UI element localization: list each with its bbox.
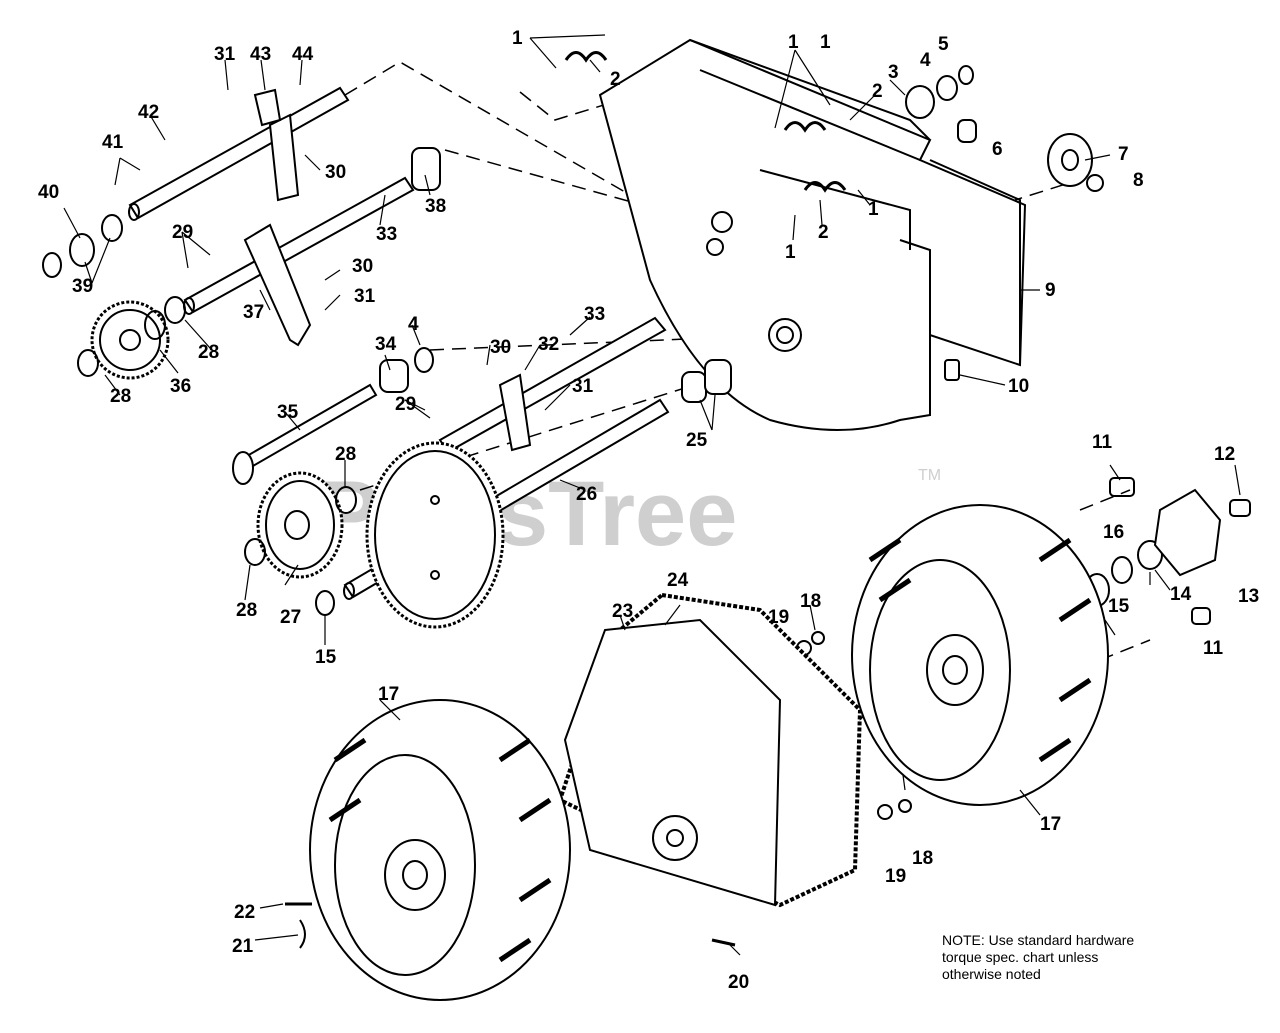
callout-28: 28 <box>198 342 219 363</box>
tire-left-17 <box>309 699 571 1001</box>
callout-11: 11 <box>1203 638 1224 659</box>
callout-18: 18 <box>912 848 933 869</box>
note-line: NOTE: Use standard hardware <box>942 932 1135 948</box>
callout-24: 24 <box>667 570 689 591</box>
callout-17: 17 <box>1040 814 1061 835</box>
gear-36 <box>90 300 170 380</box>
callout-33: 33 <box>376 224 397 245</box>
callout-3: 3 <box>888 62 899 83</box>
callout-31: 31 <box>214 44 236 65</box>
callout-25: 25 <box>686 430 708 451</box>
callout-7: 7 <box>1118 144 1129 165</box>
callout-34: 34 <box>375 334 397 355</box>
callout-28: 28 <box>236 600 257 621</box>
callout-32: 32 <box>538 334 559 355</box>
watermark-trademark: TM <box>918 467 941 484</box>
callout-35: 35 <box>277 402 299 423</box>
callout-33: 33 <box>584 304 605 325</box>
shaft-44 <box>128 86 350 221</box>
callout-9: 9 <box>1045 280 1056 301</box>
pinion-shaft-35 <box>232 359 409 485</box>
torque-note: NOTE: Use standard hardware torque spec.… <box>942 932 1242 983</box>
callout-44: 44 <box>292 44 314 65</box>
callout-37: 37 <box>243 302 264 323</box>
callout-43: 43 <box>250 44 271 65</box>
shaft-33-upper <box>183 147 441 347</box>
callout-30: 30 <box>325 162 346 183</box>
callout-1: 1 <box>868 199 879 220</box>
callout-29: 29 <box>395 394 416 415</box>
callout-8: 8 <box>1133 170 1144 191</box>
leader-lines <box>63 34 1241 956</box>
callout-42: 42 <box>138 102 159 123</box>
callout-36: 36 <box>170 376 191 397</box>
callout-31: 31 <box>354 286 376 307</box>
callout-15: 15 <box>1108 596 1130 617</box>
note-line: otherwise noted <box>942 966 1041 982</box>
callout-20: 20 <box>728 972 749 993</box>
callout-1: 1 <box>785 242 796 263</box>
callout-labels: 1 1 1 1 1 2 2 2 3 4 4 5 6 7 8 9 10 11 11… <box>38 28 1259 993</box>
callout-2: 2 <box>610 69 621 90</box>
callout-23: 23 <box>612 601 633 622</box>
note-line: torque spec. chart unless <box>942 949 1099 965</box>
callout-11: 11 <box>1092 432 1113 453</box>
callout-15: 15 <box>315 647 337 668</box>
callout-18: 18 <box>800 591 821 612</box>
callout-29: 29 <box>172 222 193 243</box>
callout-31: 31 <box>572 376 594 397</box>
gearbox-housing <box>598 38 1027 431</box>
callout-4: 4 <box>920 50 931 71</box>
tire-right-17 <box>851 504 1109 806</box>
callout-19: 19 <box>885 866 906 887</box>
callout-1: 1 <box>788 32 799 53</box>
callout-13: 13 <box>1238 586 1259 607</box>
callout-22: 22 <box>234 902 255 923</box>
callout-30: 30 <box>490 337 511 358</box>
callout-30: 30 <box>352 256 373 277</box>
callout-26: 26 <box>576 484 597 505</box>
callout-14: 14 <box>1170 584 1192 605</box>
callout-39: 39 <box>72 276 93 297</box>
callout-21: 21 <box>232 936 254 957</box>
callout-16: 16 <box>1103 522 1124 543</box>
callout-4: 4 <box>408 314 419 335</box>
callout-19: 19 <box>768 607 789 628</box>
callout-10: 10 <box>1008 376 1029 397</box>
gear-large-26 <box>365 441 505 629</box>
callout-28: 28 <box>335 444 356 465</box>
callout-1: 1 <box>820 32 831 53</box>
callout-2: 2 <box>872 81 883 102</box>
small-parts <box>42 51 1251 949</box>
callout-12: 12 <box>1214 444 1235 465</box>
callout-41: 41 <box>102 132 124 153</box>
callout-38: 38 <box>425 196 446 217</box>
callout-40: 40 <box>38 182 59 203</box>
callout-6: 6 <box>992 139 1003 160</box>
callout-17: 17 <box>378 684 399 705</box>
gear-27 <box>256 471 344 579</box>
callout-5: 5 <box>938 34 949 55</box>
callout-27: 27 <box>280 607 301 628</box>
callout-28: 28 <box>110 386 131 407</box>
wheel-cover-23 <box>557 592 863 908</box>
callout-2: 2 <box>818 222 829 243</box>
callout-1: 1 <box>512 28 523 49</box>
shaft-33-lower <box>438 316 667 454</box>
